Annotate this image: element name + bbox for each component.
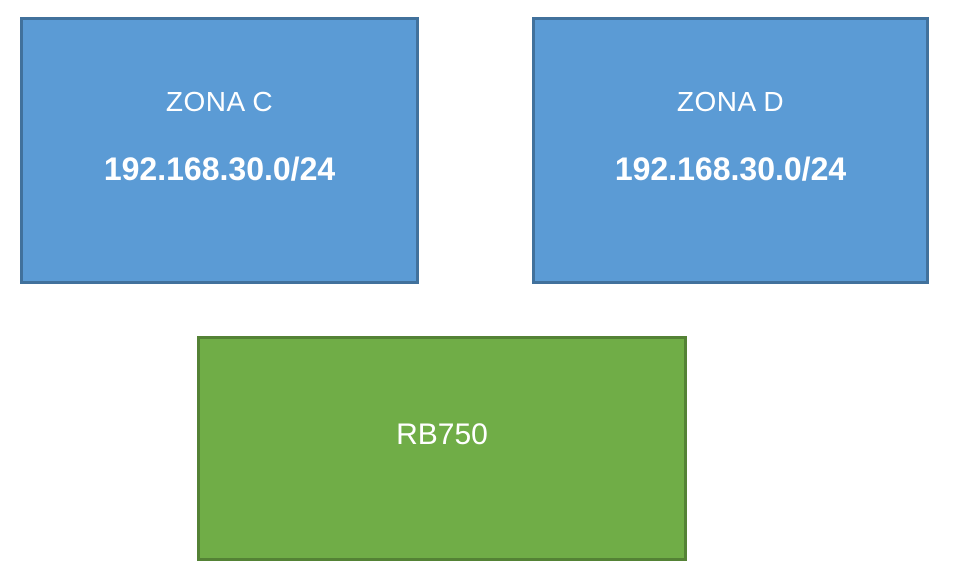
zone-c-box: ZONA C 192.168.30.0/24 (20, 17, 419, 284)
zone-c-subnet: 192.168.30.0/24 (103, 151, 336, 188)
zone-d-subnet: 192.168.30.0/24 (614, 151, 847, 188)
zone-c-label: ZONA C (165, 85, 274, 117)
router-rb750-label: RB750 (396, 417, 488, 451)
zone-d-label: ZONA D (676, 85, 785, 117)
router-rb750-box: RB750 (197, 336, 687, 561)
zone-d-box: ZONA D 192.168.30.0/24 (532, 17, 929, 284)
